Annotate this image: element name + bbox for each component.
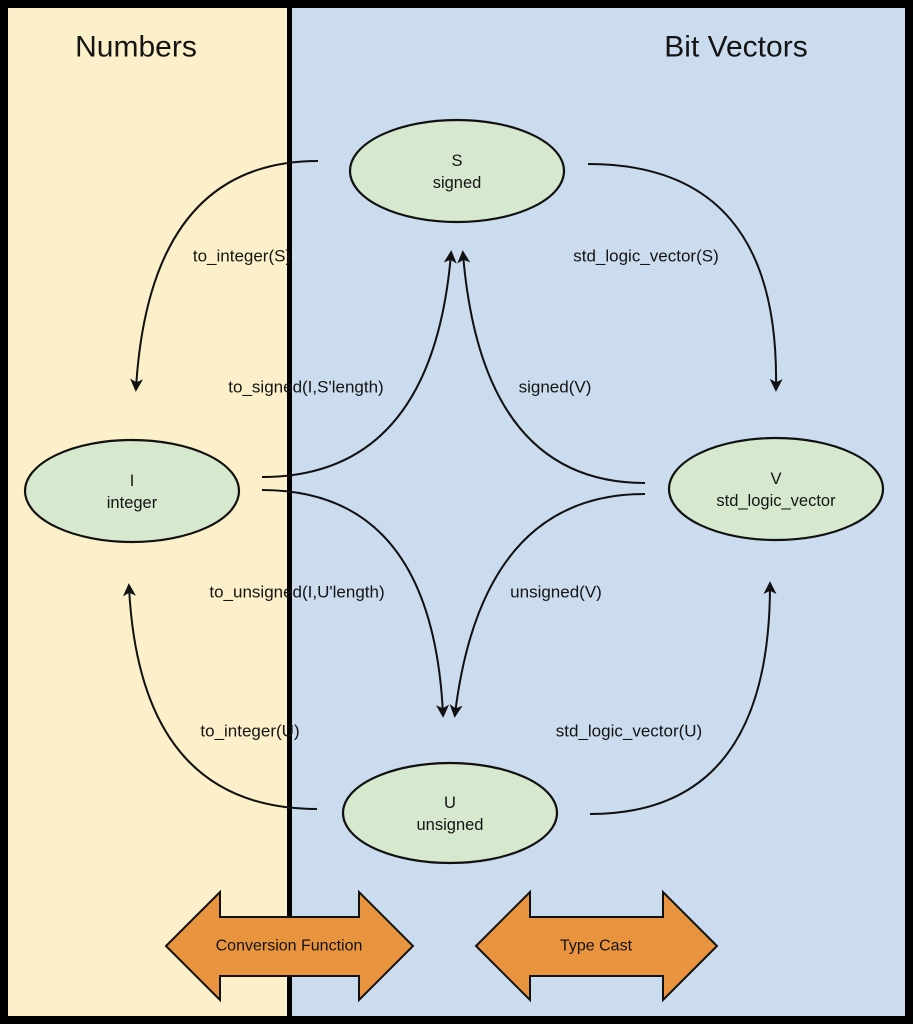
node-s: S signed (348, 118, 566, 224)
edge-i-to-s (261, 250, 457, 478)
edge-i-to-u (261, 489, 450, 718)
legend: Conversion Function Type Cast (164, 889, 719, 1003)
edge-v-to-u (449, 493, 646, 718)
edge-label-std-logic-vector-s: std_logic_vector(S) (573, 247, 719, 266)
edge-u-to-i (122, 583, 318, 810)
node-u: U unsigned (341, 761, 559, 865)
node-v-letter: V (770, 470, 781, 488)
edge-label-unsigned-v: unsigned(V) (510, 583, 602, 602)
edge-labels: to_integer(S) std_logic_vector(S) to_sig… (193, 247, 719, 741)
edge-s-to-v (587, 163, 783, 392)
node-s-type: signed (433, 174, 482, 192)
node-i-ellipse (23, 438, 241, 544)
edge-label-std-logic-vector-u: std_logic_vector(U) (556, 722, 702, 741)
edges (122, 160, 783, 815)
node-u-ellipse (341, 761, 559, 865)
numbers-title: Numbers (75, 31, 197, 64)
type-cast-label: Type Cast (560, 938, 633, 955)
node-u-type: unsigned (417, 816, 484, 834)
edge-s-to-i (130, 160, 319, 392)
node-i-letter: I (130, 472, 135, 490)
edge-label-signed-v: signed(V) (519, 378, 592, 397)
node-i-type: integer (107, 494, 158, 512)
edge-label-to-integer-u: to_integer(U) (200, 722, 299, 741)
edge-label-to-signed-i: to_signed(I,S'length) (228, 378, 383, 397)
node-v-ellipse (667, 436, 885, 542)
node-v-type: std_logic_vector (716, 492, 836, 510)
edge-label-to-integer-s: to_integer(S) (193, 247, 291, 266)
bit-vectors-title: Bit Vectors (664, 31, 807, 64)
node-s-letter: S (451, 152, 462, 170)
panel-divider (287, 8, 292, 1016)
node-v: V std_logic_vector (667, 436, 885, 542)
edge-u-to-v (589, 581, 777, 815)
conversion-function-label: Conversion Function (216, 938, 363, 955)
type-cast-arrow (474, 889, 719, 1003)
node-i: I integer (23, 438, 241, 544)
node-u-letter: U (444, 794, 456, 812)
edge-label-to-unsigned-i: to_unsigned(I,U'length) (209, 583, 384, 602)
node-s-ellipse (348, 118, 566, 224)
conversion-function-arrow (164, 889, 415, 1003)
edge-v-to-s (457, 250, 646, 484)
